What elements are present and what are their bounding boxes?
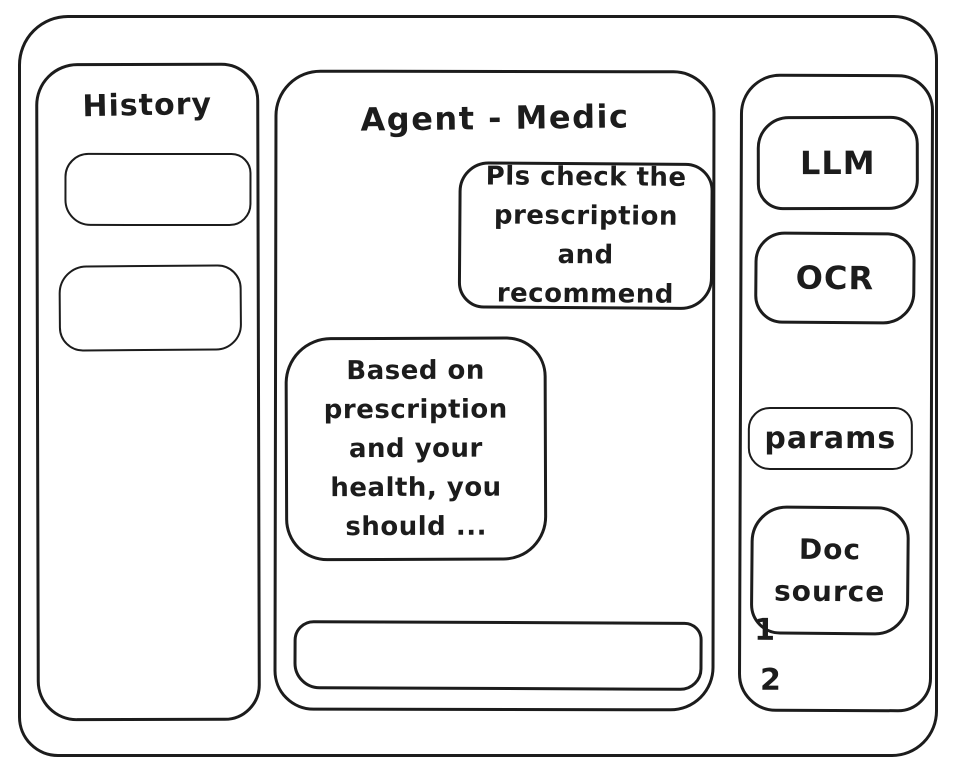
chat-panel: Agent - Medic Pls check the prescription… (273, 69, 716, 712)
history-item[interactable] (58, 264, 243, 352)
user-message-bubble: Pls check the prescription and recommend (457, 161, 714, 311)
history-title: History (82, 86, 213, 125)
chat-input[interactable] (293, 620, 703, 691)
llm-button[interactable]: LLM (756, 115, 919, 211)
chat-title: Agent - Medic (360, 97, 630, 139)
params-button[interactable]: params (747, 406, 913, 470)
assistant-message-bubble: Based on prescription and your health, y… (284, 336, 548, 562)
history-panel: History (35, 62, 261, 722)
doc-source-item[interactable]: 2 (759, 662, 781, 698)
ocr-button[interactable]: OCR (754, 231, 916, 325)
tools-panel: LLM OCR params Doc source 1 2 (737, 73, 935, 713)
history-item[interactable] (64, 152, 252, 227)
doc-source-item[interactable]: 1 (754, 612, 776, 648)
